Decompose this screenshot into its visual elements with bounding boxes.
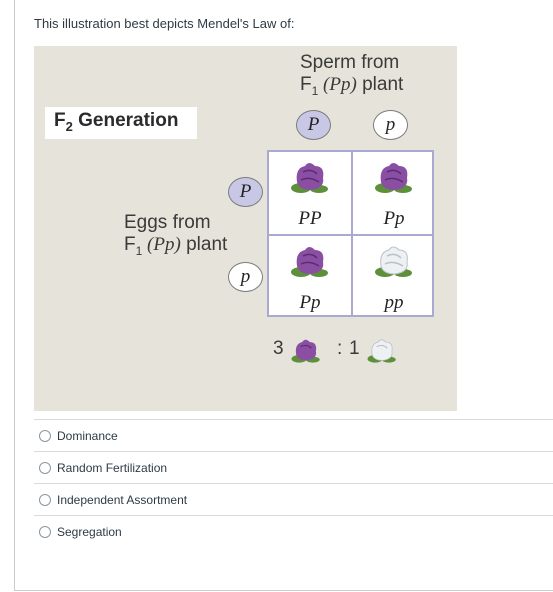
option-random-fertilization[interactable]: Random Fertilization [34, 451, 553, 483]
option-label: Dominance [57, 428, 118, 443]
f2-generation-label: F2 Generation [45, 107, 197, 139]
ratio-separator: : [337, 338, 343, 359]
ratio-number-left: 3 [273, 338, 284, 359]
purple-flower-icon [375, 163, 412, 193]
question-card: This illustration best depicts Mendel's … [14, 0, 553, 591]
eggs-label: Eggs from F1 (Pp) plant [124, 212, 228, 258]
genotype-label: Pp [299, 292, 321, 313]
question-text: This illustration best depicts Mendel's … [34, 16, 295, 31]
white-flower-icon [367, 339, 396, 363]
purple-flower-icon [291, 339, 320, 363]
punnett-figure: F2 Generation Sperm from F1 (Pp) plant E… [34, 46, 457, 411]
genotype-label: pp [384, 292, 404, 313]
radio-button[interactable] [39, 429, 51, 442]
option-dominance[interactable]: Dominance [34, 419, 553, 451]
punnett-cell: PP [269, 152, 351, 234]
sperm-allele-dominant: P [296, 110, 331, 140]
answer-options: Dominance Random Fertilization Independe… [34, 419, 553, 547]
white-flower-icon [375, 246, 412, 277]
egg-allele-dominant: P [228, 177, 263, 207]
genotype-label: PP [298, 208, 322, 229]
grid-divider [269, 234, 432, 236]
purple-flower-icon [291, 247, 328, 277]
ratio-number-right: 1 [349, 338, 360, 359]
radio-button[interactable] [39, 461, 51, 474]
punnett-square: PP Pp Pp [267, 150, 434, 317]
sperm-allele-recessive: p [373, 110, 408, 140]
option-independent-assortment[interactable]: Independent Assortment [34, 483, 553, 515]
option-label: Segregation [57, 524, 122, 539]
grid-divider [351, 152, 353, 315]
option-label: Random Fertilization [57, 460, 168, 475]
purple-flower-icon [291, 163, 328, 193]
punnett-cell: Pp [353, 152, 435, 234]
genotype-label: Pp [383, 208, 405, 229]
punnett-cell: pp [353, 236, 435, 318]
radio-button[interactable] [39, 525, 51, 538]
option-label: Independent Assortment [57, 492, 188, 507]
sperm-label: Sperm from F1 (Pp) plant [300, 52, 404, 98]
radio-button[interactable] [39, 493, 51, 506]
punnett-cell: Pp [269, 236, 351, 318]
egg-allele-recessive: p [228, 262, 263, 292]
option-segregation[interactable]: Segregation [34, 515, 553, 547]
